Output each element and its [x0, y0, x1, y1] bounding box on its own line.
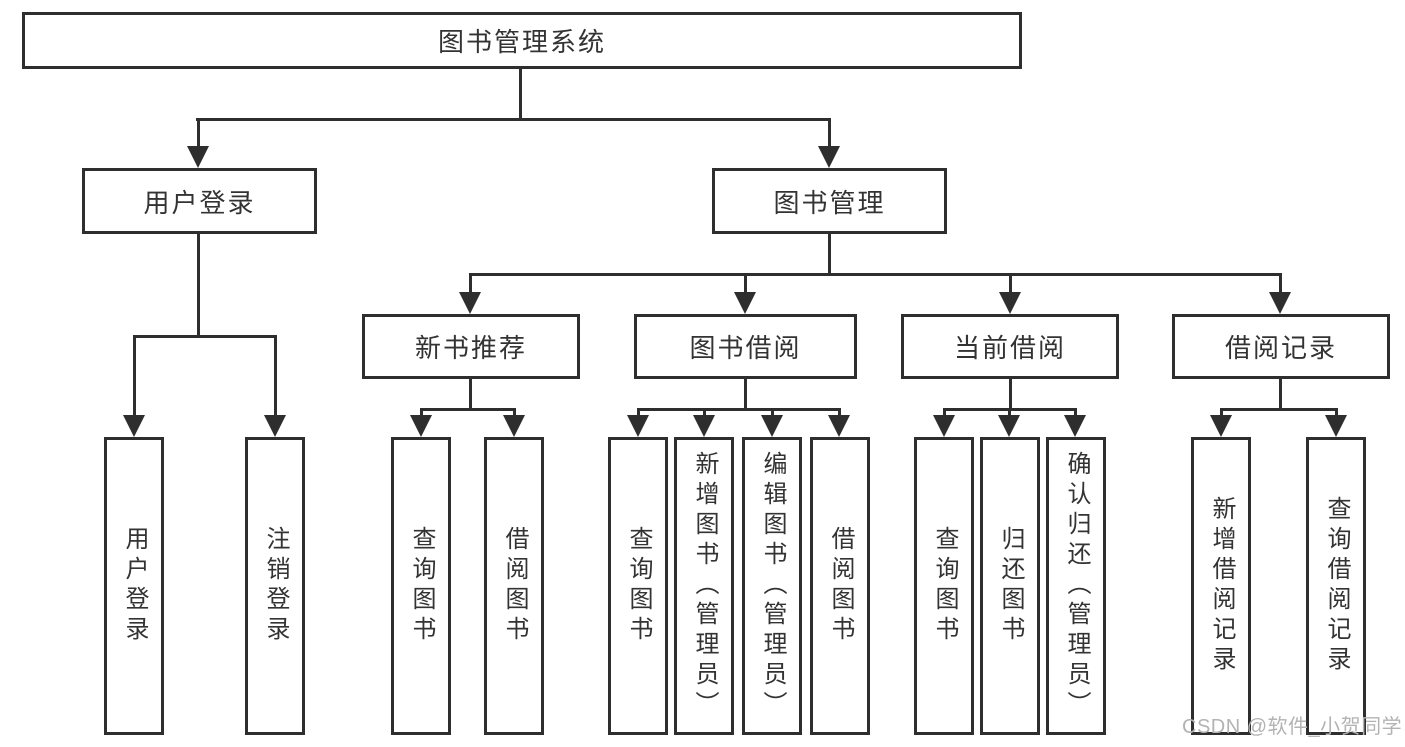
arrow-down-icon — [503, 415, 525, 437]
connector-line — [420, 408, 423, 420]
node-leaf-return-books: 归还图书 — [980, 437, 1040, 735]
connector-line — [703, 408, 706, 420]
connector-line — [943, 408, 946, 420]
arrow-down-icon — [1269, 292, 1291, 314]
connector-line — [1335, 408, 1338, 420]
connector-line — [133, 335, 136, 416]
arrow-down-icon — [761, 415, 783, 437]
connector-line — [513, 408, 516, 420]
node-leaf-borrow-books-recommend: 借阅图书 — [484, 437, 544, 735]
node-leaf-query-books: 查询图书 — [608, 437, 668, 735]
arrow-down-icon — [264, 415, 286, 437]
arrow-down-icon — [410, 415, 432, 437]
connector-line — [828, 118, 831, 149]
arrow-down-icon — [123, 415, 145, 437]
arrow-down-icon — [693, 415, 715, 437]
connector-line — [1009, 273, 1012, 295]
connector-line — [1279, 273, 1282, 295]
arrow-down-icon — [734, 292, 756, 314]
node-leaf-borrow-books: 借阅图书 — [810, 437, 870, 735]
node-root: 图书管理系统 — [22, 12, 1022, 69]
connector-branch — [420, 408, 516, 411]
connector-level1-branch — [196, 118, 831, 121]
node-user-login: 用户登录 — [82, 168, 317, 234]
node-leaf-query-borrow-record: 查询借阅记录 — [1306, 437, 1366, 735]
connector-line — [469, 273, 472, 295]
connector-line — [274, 335, 277, 416]
arrow-down-icon — [459, 292, 481, 314]
connector-line — [1220, 408, 1223, 420]
connector-line — [1074, 408, 1077, 420]
connector-line — [469, 378, 472, 411]
node-leaf-query-books-current: 查询图书 — [914, 437, 974, 735]
connector-line — [744, 273, 747, 295]
node-leaf-edit-books-admin: 编辑图书（管理员） — [742, 437, 802, 735]
connector-line — [744, 378, 747, 411]
connector-root-stem — [519, 68, 522, 119]
connector-branch — [469, 273, 1282, 276]
arrow-down-icon — [818, 146, 840, 168]
node-book-management: 图书管理 — [712, 168, 947, 234]
arrow-down-icon — [998, 415, 1020, 437]
node-leaf-add-books-admin: 新增图书（管理员） — [674, 437, 734, 735]
node-borrow-records: 借阅记录 — [1172, 314, 1390, 379]
node-leaf-query-books-recommend: 查询图书 — [391, 437, 451, 735]
connector-line — [1279, 378, 1282, 411]
connector-line — [197, 118, 200, 149]
connector-branch — [637, 408, 841, 411]
watermark-text: CSDN @软件_小贺同学 — [1182, 716, 1403, 738]
arrow-down-icon — [933, 415, 955, 437]
node-new-book-recommend: 新书推荐 — [362, 314, 580, 379]
node-leaf-logout: 注销登录 — [245, 437, 305, 735]
node-leaf-add-borrow-record: 新增借阅记录 — [1191, 437, 1251, 735]
connector-line — [1009, 378, 1012, 411]
connector-line — [771, 408, 774, 420]
node-current-borrow: 当前借阅 — [901, 314, 1119, 379]
arrow-down-icon — [828, 415, 850, 437]
arrow-down-icon — [187, 146, 209, 168]
connector-branch — [133, 335, 276, 338]
arrow-down-icon — [627, 415, 649, 437]
arrow-down-icon — [1210, 415, 1232, 437]
node-leaf-user-login: 用户登录 — [104, 437, 164, 735]
connector-line — [637, 408, 640, 420]
connector-branch — [1220, 408, 1337, 411]
connector-line — [197, 233, 200, 338]
arrow-down-icon — [1325, 415, 1347, 437]
node-leaf-confirm-return-admin: 确认归还（管理员） — [1046, 437, 1106, 735]
arrow-down-icon — [1064, 415, 1086, 437]
arrow-down-icon — [999, 292, 1021, 314]
node-book-borrow: 图书借阅 — [634, 314, 857, 379]
connector-line — [1008, 408, 1011, 420]
connector-line — [828, 233, 831, 275]
connector-line — [838, 408, 841, 420]
